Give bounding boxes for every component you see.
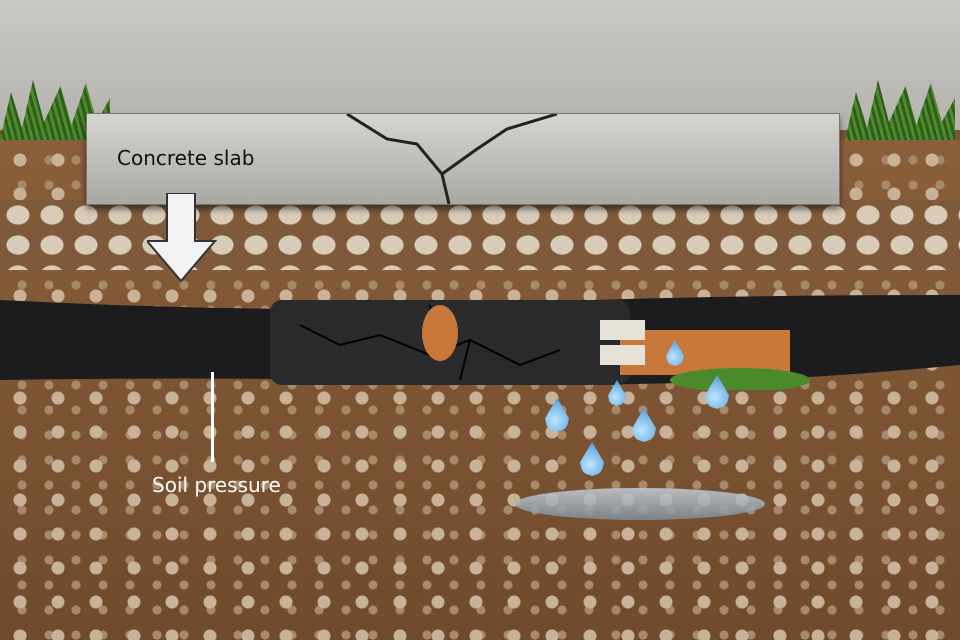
pavement-surface bbox=[0, 0, 960, 130]
concrete-slab bbox=[86, 113, 840, 205]
damaged-conduit-pipe bbox=[0, 295, 960, 390]
soil-pressure-label: Soil pressure bbox=[152, 473, 281, 497]
down-arrow-icon bbox=[147, 193, 217, 283]
water-puddle bbox=[515, 488, 765, 520]
gravel-layer bbox=[0, 200, 960, 270]
slab-crack bbox=[346, 114, 558, 204]
pointer-line bbox=[211, 372, 214, 462]
concrete-slab-label: Concrete slab bbox=[117, 146, 255, 170]
